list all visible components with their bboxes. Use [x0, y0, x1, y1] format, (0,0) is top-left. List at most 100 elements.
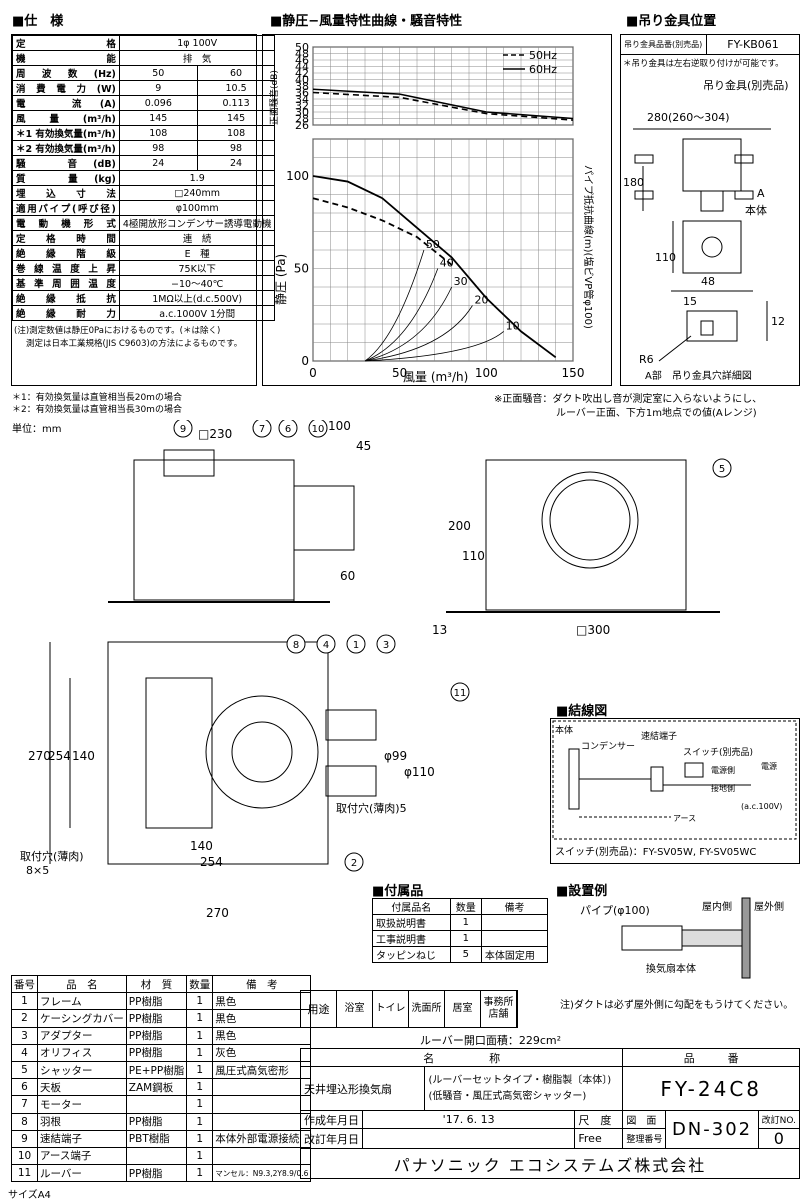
install-diagram: パイプ(φ100) 屋内側 屋外側 換気扇本体	[580, 897, 784, 979]
noise-series-line	[312, 88, 574, 120]
spec-row: 基準周囲温度−10〜40℃	[12, 275, 276, 291]
wiring-switch-models: スイッチ(別売品)：FY-SV05W, FY-SV05WC	[555, 845, 756, 858]
hanger-drawing: 吊り金具(別売品) 280(260〜304) 180 A 本体 110 48 1…	[623, 78, 789, 382]
acc-header: 数量	[449, 898, 482, 915]
usage-label: 用途	[301, 991, 337, 1027]
tb-created-label: 作成年月日	[300, 1110, 363, 1129]
parts-cell: アダプター	[37, 1026, 127, 1045]
parts-cell: 速結端子	[37, 1129, 127, 1148]
tb-scale: Free	[574, 1128, 624, 1149]
parts-cell: 灰色	[212, 1043, 312, 1062]
parts-cell: PP樹脂	[125, 992, 188, 1011]
noise-tick-label: 40	[295, 74, 309, 87]
wiring-body-label: 本体	[555, 724, 573, 736]
install-title: ■設置例	[556, 884, 608, 899]
title-block: 名 称 品 番 天井埋込形換気扇 (ルーバーセットタイプ・樹脂製〔本体〕) (低…	[299, 1048, 801, 1179]
spec-label: 電 動 機 形 式	[12, 215, 120, 231]
acc-cell	[480, 930, 549, 947]
dim-13: 13	[432, 623, 447, 637]
spec-value: 9	[118, 80, 198, 96]
usage-row: 用途 浴室トイレ洗面所居室事務所店舗	[300, 990, 518, 1028]
side-view-body	[133, 459, 295, 601]
tb-number-label: 品 番	[622, 1048, 800, 1067]
hanger-dim-12: 12	[771, 315, 785, 328]
parts-cell: 1	[186, 1146, 214, 1166]
parts-cell: 天板	[37, 1078, 127, 1097]
spec-label: ＊1 有効換気量(m³/h)	[12, 125, 120, 141]
install-pipe: パイプ(φ100)	[580, 904, 650, 917]
noise-series-line	[312, 91, 574, 121]
noise-tick-label: 46	[295, 54, 309, 67]
hanger-dim-110: 110	[655, 251, 676, 264]
tb-drawing-number: DN-302	[665, 1110, 759, 1149]
parts-cell: 1	[186, 992, 214, 1011]
spec-value: 0.096	[118, 95, 198, 111]
noise-tick-label: 44	[295, 61, 309, 74]
install-outdoor: 屋外側	[754, 900, 784, 913]
wiring-capacitor-label: コンデンサー	[581, 740, 635, 752]
callout-circle	[346, 634, 366, 654]
legend-50hz: 50Hz	[529, 49, 557, 62]
callout-label: 1	[353, 640, 359, 651]
pressure-series-line	[312, 197, 453, 266]
spec-label: 周波数(Hz)	[12, 65, 120, 81]
dim-300: □300	[576, 623, 610, 637]
spec-value: 1φ 100V	[118, 35, 276, 51]
callout-label: 6	[285, 424, 291, 435]
tb-company: パナソニック エコシステムズ株式会社	[300, 1148, 800, 1179]
dim-110-duct: φ110	[404, 765, 435, 779]
parts-cell: 黒色	[212, 992, 312, 1011]
tb-mgmt-label: 整理番号	[622, 1128, 667, 1149]
wiring-power-side: 電源側	[711, 765, 735, 775]
top-view-frame	[107, 641, 329, 865]
page-size: サイズA4	[8, 1190, 51, 1201]
parts-cell: 2	[11, 1009, 38, 1028]
mount-hole-8-size: 8×5	[26, 864, 49, 877]
noise-tick-label: 50	[295, 41, 309, 54]
parts-cell: マンセル：N9.3,2Y8.9/0.6	[212, 1164, 312, 1183]
x-tick-label: 150	[562, 366, 585, 380]
mount-hole-8: 取付穴(薄肉)	[20, 849, 84, 863]
hanger-body-label: 本体	[745, 203, 767, 217]
parts-cell: モーター	[37, 1095, 127, 1114]
wiring-switch-label: スイッチ(別売品)	[683, 746, 753, 758]
spec-label: 騒 音(dB)	[12, 155, 120, 171]
spec-value: 4極開放形コンデンサー誘導電動機	[118, 215, 276, 231]
tb-product-name-a: 天井埋込形換気扇	[299, 1066, 426, 1111]
spec-note-2: 測定は日本工業規格(JIS C9603)の方法によるものです。	[26, 339, 243, 349]
spec-label: 消費電力(W)	[12, 80, 120, 96]
pressure-tick-label: 50	[294, 262, 309, 276]
hanger-dim-left: 180	[623, 176, 644, 189]
spec-title: ■仕 様	[12, 14, 64, 29]
hanger-title: ■吊り金具位置	[626, 14, 717, 29]
wiring-terminal-label: 速結端子	[641, 730, 677, 742]
dim-270-vert: 270	[28, 749, 51, 763]
parts-header: 数量	[186, 974, 214, 994]
parts-cell: 5	[11, 1060, 38, 1080]
spec-label: 機 能	[12, 50, 120, 66]
spec-value: 排 気	[118, 50, 276, 66]
spec-value: 108	[118, 125, 198, 141]
spec-value: 1MΩ以上(d.c.500V)	[118, 290, 276, 306]
parts-cell: フレーム	[37, 992, 127, 1011]
acc-cell: 5	[449, 946, 482, 963]
parts-cell: オリフィス	[37, 1043, 127, 1062]
noise-note-2: ルーバー正面、下方1m地点での値(Aレンジ)	[556, 408, 757, 419]
parts-cell: ルーバー	[37, 1164, 127, 1183]
acc-cell: タッピンねじ	[372, 946, 451, 963]
callout-label: 4	[323, 640, 329, 651]
noise-tick-label: 42	[295, 67, 309, 80]
spec-row: 埋 込 寸 法□240mm	[12, 185, 276, 201]
callout-circle	[316, 634, 336, 654]
noise-tick-label: 38	[295, 80, 309, 93]
parts-cell: 1	[186, 1095, 214, 1114]
